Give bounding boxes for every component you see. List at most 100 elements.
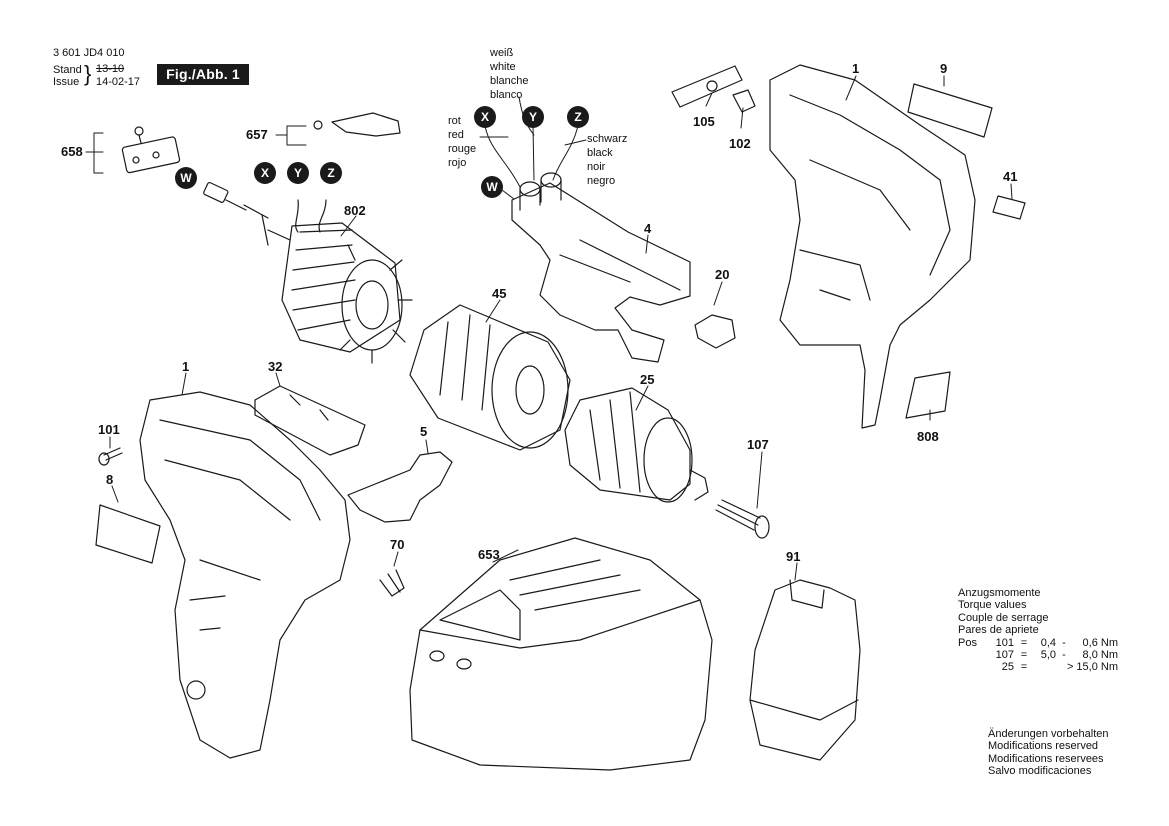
torque-title-es: Pares de apriete xyxy=(958,624,1039,637)
torque-max: > 15,0 Nm xyxy=(1066,661,1118,674)
terminal-y-marker-switch: Y xyxy=(522,106,544,128)
torque-min: 5,0 xyxy=(1040,649,1056,662)
terminal-z-marker-motor: Z xyxy=(320,162,342,184)
old-date: 13-10 xyxy=(96,63,125,75)
part-number-102: 102 xyxy=(729,136,751,151)
bracket-657 xyxy=(313,112,401,137)
part-number-4: 4 xyxy=(644,221,652,236)
slider-5 xyxy=(347,451,453,523)
wire-label-red-de: rot xyxy=(448,115,461,127)
torque-max: 8,0 Nm xyxy=(1082,649,1118,662)
wire-label-black-de: schwarz xyxy=(587,133,628,145)
wire-label-black-en: black xyxy=(587,147,613,159)
torque-title-fr: Couple de serrage xyxy=(958,611,1049,624)
note-en: Modifications reserved xyxy=(988,740,1099,753)
label-41 xyxy=(992,195,1026,220)
label-808 xyxy=(905,371,951,419)
torque-max: 0,6 Nm xyxy=(1082,636,1118,649)
part-number-20: 20 xyxy=(715,267,730,282)
chuck-25 xyxy=(564,387,709,503)
motor-802 xyxy=(261,199,413,364)
torque-eq: = xyxy=(1020,636,1028,649)
torque-eq: = xyxy=(1020,661,1028,674)
housing-half-left-1 xyxy=(139,391,351,759)
leader-lines xyxy=(85,75,1013,581)
part-number-1-housing-right: 1 xyxy=(852,61,860,76)
spring-70 xyxy=(379,569,405,597)
torque-title-de: Anzugsmomente xyxy=(958,587,1041,599)
part-number-91: 91 xyxy=(786,549,801,564)
terminal-w-marker-switch: W xyxy=(481,176,503,198)
terminal-w-marker-motor: W xyxy=(175,167,197,189)
part-number-32: 32 xyxy=(268,359,283,374)
note-de: Änderungen vorbehalten xyxy=(988,728,1109,740)
part-number-105: 105 xyxy=(693,114,715,129)
part-number-25: 25 xyxy=(640,372,655,387)
wire-label-black-es: negro xyxy=(587,175,616,187)
part-number-45: 45 xyxy=(492,286,507,301)
torque-pos: 101 xyxy=(995,636,1014,649)
charger-653 xyxy=(409,537,713,771)
wire-label-white-en: white xyxy=(490,61,516,73)
motor-connector xyxy=(203,181,269,219)
part-number-808: 808 xyxy=(917,429,939,444)
torque-row-101: Pos 101 = 0,4- 0,6 Nm xyxy=(958,637,1118,649)
direction-lever-20 xyxy=(694,314,736,349)
terminal-x-marker-motor: X xyxy=(254,162,276,184)
screw-107 xyxy=(715,499,770,539)
wire-label-white-es: blanco xyxy=(490,89,523,101)
wire-label-white-de: weiß xyxy=(490,47,514,59)
document-number: 3 601 JD4 010 xyxy=(53,47,125,59)
terminal-block-658 xyxy=(121,126,181,174)
wire-label-black-fr: noir xyxy=(587,161,606,173)
part-number-8: 8 xyxy=(106,472,114,487)
torque-title-en: Torque values xyxy=(958,599,1027,612)
terminal-z-marker-switch: Z xyxy=(567,106,589,128)
part-number-5: 5 xyxy=(420,424,428,439)
part-number-1-housing-left: 1 xyxy=(182,359,190,374)
torque-values-block: Anzugsmomente Torque values Couple de se… xyxy=(958,587,1118,674)
wire-label-red-fr: rouge xyxy=(448,143,477,155)
screw-101 xyxy=(98,447,123,466)
torque-pos-label: Pos xyxy=(958,636,977,649)
wire-label-red-en: red xyxy=(448,129,464,141)
label-9 xyxy=(907,83,993,138)
torque-pos: 25 xyxy=(1001,661,1014,674)
torque-dash: - xyxy=(1062,636,1066,649)
label-8 xyxy=(95,504,161,564)
torque-eq: = xyxy=(1020,649,1028,662)
gearbox-45 xyxy=(409,304,571,451)
cap-102 xyxy=(732,89,756,113)
part-number-107: 107 xyxy=(747,437,769,452)
note-es: Salvo modificaciones xyxy=(988,765,1092,778)
issue-label: Issue xyxy=(53,76,80,88)
part-number-658: 658 xyxy=(61,144,83,159)
part-number-9: 9 xyxy=(940,61,948,76)
terminal-y-marker-motor: Y xyxy=(287,162,309,184)
torque-min: 0,4 xyxy=(1040,636,1056,649)
switch-module-4 xyxy=(511,172,691,363)
part-number-70: 70 xyxy=(390,537,405,552)
stand-label: Stand xyxy=(53,64,82,76)
part-number-41: 41 xyxy=(1003,169,1018,184)
part-number-653: 653 xyxy=(478,547,500,562)
brace-glyph: } xyxy=(84,61,92,86)
plate-105 xyxy=(671,65,743,108)
battery-91 xyxy=(749,579,861,761)
part-number-657: 657 xyxy=(246,127,268,142)
torque-row-107: 107 = 5,0- 8,0 Nm xyxy=(958,649,1118,661)
torque-pos: 107 xyxy=(995,649,1014,662)
part-number-101: 101 xyxy=(98,422,120,437)
wire-label-red-es: rojo xyxy=(448,157,467,169)
figure-label: Fig./Abb. 1 xyxy=(157,64,249,85)
housing-half-right-1 xyxy=(769,64,976,429)
torque-row-25: 25 = > 15,0 Nm xyxy=(958,661,1118,673)
note-fr: Modifications reservees xyxy=(988,752,1104,765)
wire-label-white-fr: blanche xyxy=(490,75,529,87)
terminal-x-marker-switch: X xyxy=(474,106,496,128)
issue-date: 14-02-17 xyxy=(96,76,141,88)
torque-dash: - xyxy=(1062,649,1066,662)
switch-cover-32 xyxy=(254,385,366,456)
